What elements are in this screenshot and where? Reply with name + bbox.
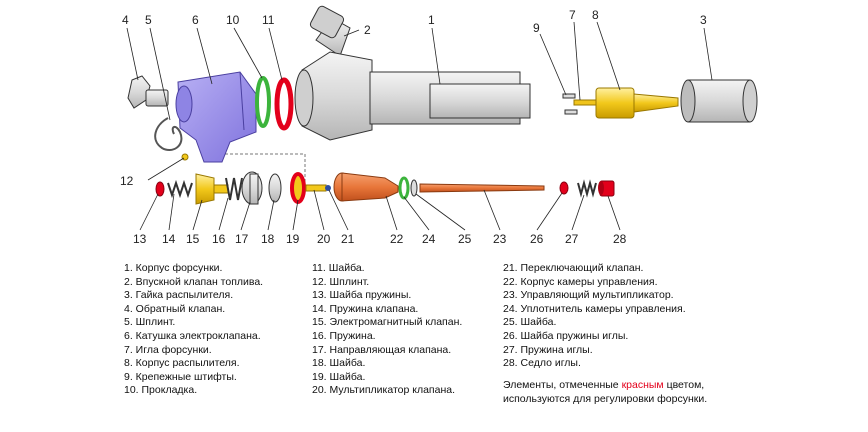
legend-item: 23. Управляющий мультипликатор. — [503, 289, 674, 302]
legend-item: 9. Крепежные штифты. — [124, 370, 237, 383]
callout-26: 26 — [530, 232, 544, 246]
callout-17: 17 — [235, 232, 249, 246]
leader-lines — [126, 21, 713, 231]
washer-19 — [290, 172, 306, 204]
callout-8: 8 — [592, 8, 599, 22]
legend-item: 26. Шайба пружины иглы. — [503, 329, 629, 342]
needle-spring — [577, 179, 597, 198]
callout-24: 24 — [422, 232, 436, 246]
control-chamber-body — [333, 172, 399, 202]
switching-valve — [325, 185, 331, 191]
control-chamber-seal — [398, 176, 410, 200]
control-multiplier — [419, 183, 545, 193]
note-text: цветом, — [663, 379, 705, 391]
spring-washer-13 — [155, 181, 165, 197]
return-valve — [127, 75, 169, 109]
legend-item: 25. Шайба. — [503, 316, 557, 329]
legend-item: 21. Переключающий клапан. — [503, 262, 644, 274]
legend-item: 28. Седло иглы. — [503, 357, 581, 370]
needle-spring-washer — [559, 181, 569, 195]
legend-item: 18. Шайба. — [312, 357, 366, 370]
callout-12: 12 — [120, 174, 134, 188]
legend-item: 14. Пружина клапана. — [312, 302, 419, 315]
nozzle-body — [595, 87, 679, 119]
callout-21: 21 — [341, 232, 355, 246]
fuel-inlet-valve — [309, 5, 351, 57]
legend-item: 10. Прокладка. — [124, 384, 198, 397]
adjustment-note: Элементы, отмеченные красным цветом, исп… — [503, 378, 707, 406]
callout-3: 3 — [700, 13, 707, 27]
callout-22: 22 — [390, 232, 404, 246]
valve-guide — [241, 171, 263, 205]
note-text: Элементы, отмеченные — [503, 379, 622, 391]
callout-28: 28 — [613, 232, 627, 246]
assembly-dashed-line — [225, 153, 306, 188]
legend-item: 13. Шайба пружины. — [312, 289, 412, 302]
callout-14: 14 — [162, 232, 176, 246]
washer-red-top — [274, 77, 294, 131]
legend-item: 1. Корпус форсунки. — [124, 262, 223, 274]
legend-column-3: 21. Переключающий клапан. 22. Корпус кам… — [503, 262, 686, 371]
callout-27: 27 — [565, 232, 579, 246]
note-red-word: красным — [621, 379, 664, 391]
valve-multiplier — [305, 184, 327, 192]
callout-23: 23 — [493, 232, 507, 246]
valve-spring — [167, 179, 193, 199]
legend-item: 16. Пружина. — [312, 329, 376, 342]
callout-2: 2 — [364, 23, 371, 37]
callout-18: 18 — [261, 232, 275, 246]
callout-5: 5 — [145, 13, 152, 27]
solenoid-valve — [195, 173, 229, 205]
callout-25: 25 — [458, 232, 472, 246]
legend-item: 11. Шайба. — [312, 262, 365, 274]
legend-item: 6. Катушка электроклапана. — [124, 329, 261, 342]
legend-item: 2. Впускной клапан топлива. — [124, 275, 264, 288]
callout-16: 16 — [212, 232, 226, 246]
solenoid-coil — [175, 71, 257, 163]
callout-11: 11 — [262, 13, 275, 27]
legend-item: 17. Направляющая клапана. — [312, 343, 452, 356]
legend-item: 12. Шплинт. — [312, 275, 370, 288]
washer-18 — [268, 173, 282, 203]
note-line-2: используются для регулировки форсунки. — [503, 393, 708, 405]
mounting-pin-bottom — [564, 109, 578, 115]
spring-16 — [225, 177, 243, 201]
needle-seat — [598, 180, 615, 197]
callout-9: 9 — [533, 21, 540, 35]
gasket — [255, 76, 271, 128]
nozzle-nut — [680, 79, 758, 123]
cotter-pin — [154, 117, 183, 151]
legend-item: 7. Игла форсунки. — [124, 343, 212, 356]
legend-column-1: 1. Корпус форсунки. 2. Впускной клапан т… — [124, 262, 263, 398]
legend-item: 3. Гайка распылителя. — [124, 289, 234, 302]
legend-item: 27. Пружина иглы. — [503, 343, 593, 356]
injector-body — [294, 51, 531, 141]
callout-numbers: 4 5 6 10 11 2 1 9 7 8 3 12 13 14 15 16 1… — [120, 8, 707, 246]
injector-exploded-diagram: 4 5 6 10 11 2 1 9 7 8 3 12 13 14 15 16 1… — [120, 5, 758, 246]
mounting-pin-top — [562, 93, 576, 99]
legend-item: 5. Шплинт. — [124, 316, 176, 329]
washer-25 — [410, 179, 418, 197]
legend-column-2: 11. Шайба. 12. Шплинт. 13. Шайба пружины… — [312, 262, 462, 398]
callout-7: 7 — [569, 8, 576, 22]
legend-item: 20. Мультипликатор клапана. — [312, 384, 456, 397]
legend-item: 19. Шайба. — [312, 370, 366, 383]
callout-20: 20 — [317, 232, 331, 246]
callout-13: 13 — [133, 232, 147, 246]
callout-19: 19 — [286, 232, 300, 246]
callout-1: 1 — [428, 13, 435, 27]
note-line-1: Элементы, отмеченные красным цветом, — [503, 378, 707, 392]
callout-4: 4 — [122, 13, 129, 27]
callout-15: 15 — [186, 232, 200, 246]
legend-item: 4. Обратный клапан. — [124, 302, 226, 315]
legend-item: 22. Корпус камеры управления. — [503, 275, 658, 288]
callout-6: 6 — [192, 13, 199, 27]
legend-item: 24. Уплотнитель камеры управления. — [503, 302, 686, 315]
legend-item: 15. Электромагнитный клапан. — [312, 316, 463, 329]
callout-10: 10 — [226, 13, 240, 27]
legend-item: 8. Корпус распылителя. — [124, 357, 240, 370]
